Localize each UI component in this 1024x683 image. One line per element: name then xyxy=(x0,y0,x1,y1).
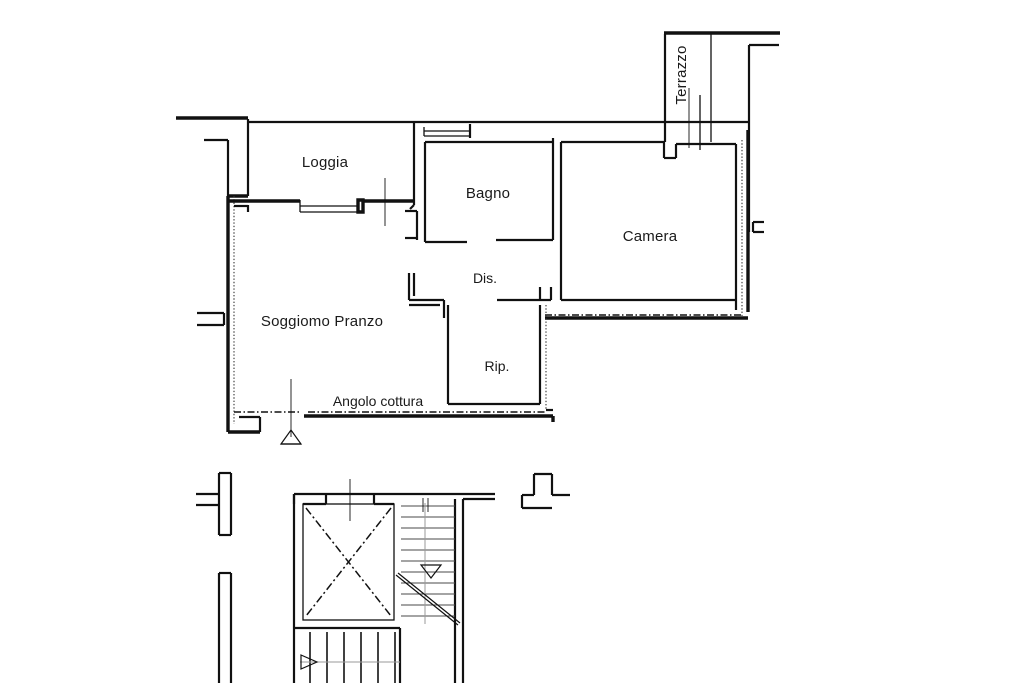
stair-direction-line-upper xyxy=(395,574,459,626)
bagno-walls xyxy=(405,122,555,244)
apartment-unit-plan: Loggia Bagno Camera Terrazzo Dis. Soggio… xyxy=(176,31,780,445)
right-wall-stub xyxy=(520,472,570,510)
lift-shaft xyxy=(292,479,395,621)
stair-flight-lower xyxy=(300,632,400,683)
lift-shaft-outline xyxy=(302,503,395,621)
lift-shaft-cross-b xyxy=(305,507,392,617)
room-label-dis: Dis. xyxy=(473,270,497,286)
room-label-loggia: Loggia xyxy=(302,154,349,171)
stair-direction-arrow-up xyxy=(419,564,443,579)
stairwell-and-lift-plan xyxy=(196,471,570,683)
stair-direction-arrow-left xyxy=(300,654,319,670)
disimpegno-walls xyxy=(407,273,446,318)
left-exterior-wall xyxy=(197,196,262,434)
room-label-bagno: Bagno xyxy=(466,185,510,202)
section-marker xyxy=(279,379,303,445)
unit-outer-walls xyxy=(176,116,750,198)
loggia-partition xyxy=(228,178,414,226)
left-wall-stubs xyxy=(196,471,233,683)
room-labels: Loggia Bagno Camera Terrazzo Dis. Soggio… xyxy=(261,45,690,409)
room-label-terrazzo: Terrazzo xyxy=(673,45,690,104)
stairwell-enclosure xyxy=(292,492,495,683)
angolo-cottura-wall xyxy=(234,408,555,422)
stair-flight-upper xyxy=(395,498,461,626)
room-label-camera: Camera xyxy=(623,228,678,245)
ripostiglio-walls xyxy=(446,287,547,410)
room-label-soggiorno-pranzo: Soggiomo Pranzo xyxy=(261,313,383,330)
camera-walls xyxy=(497,130,764,320)
room-label-rip: Rip. xyxy=(485,358,510,374)
room-label-angolo-cottura: Angolo cottura xyxy=(333,393,423,409)
